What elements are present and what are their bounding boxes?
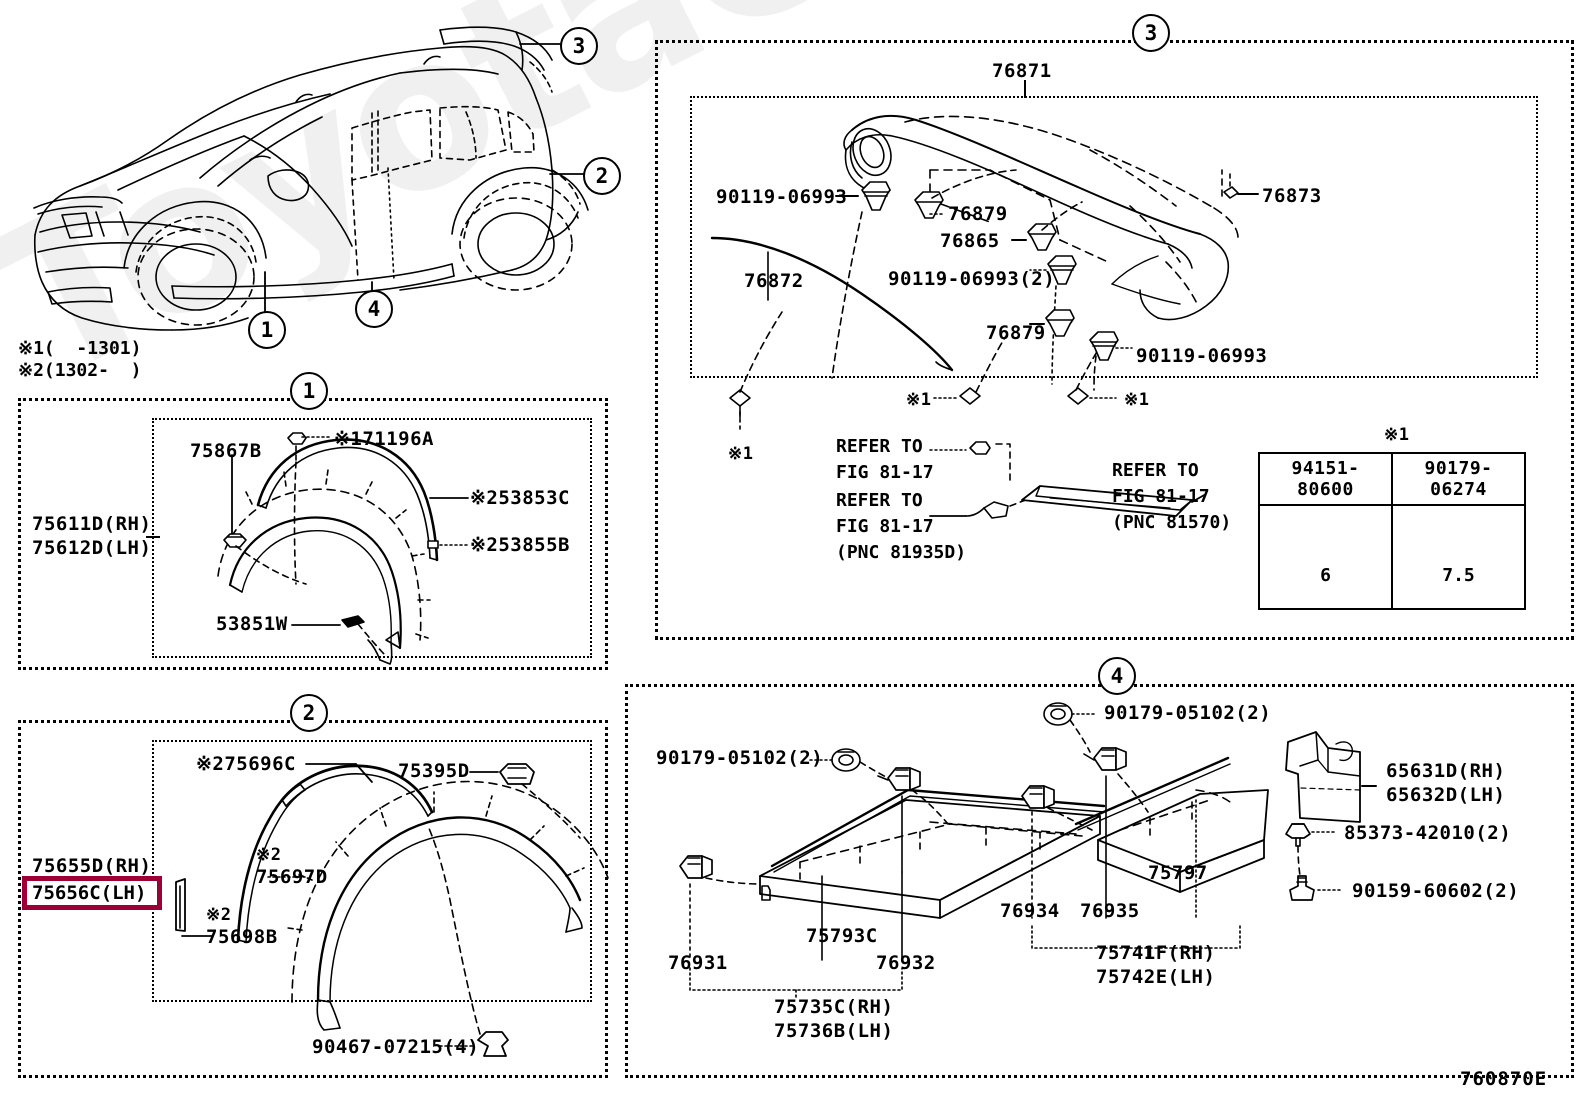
panel4-part-75793C: 75793C [806,925,878,947]
dimtable-column-2: 90179-06274 7.5 [1391,454,1524,608]
panel2-part-75395D: 75395D [398,760,470,782]
panel2-part-75698B: 75698B [206,926,278,948]
vehicle-illustration [34,27,588,330]
panel4-part-76931: 76931 [668,952,728,974]
panel1-part-53851W: 53851W [216,613,288,635]
panel3-refer-note-2: REFER TO FIG 81-17 (PNC 81935D) [836,490,967,564]
panel2-artwork [176,764,608,1056]
panel1-part-71196A: ※171196A [334,428,434,450]
panel3-refer-note-1: REFER TO FIG 81-17 [836,436,934,484]
panel-3-inner-frame [690,96,1538,378]
dimtable-part-1: 94151-80600 [1260,454,1391,506]
panel4-part-90159: 90159-60602(2) [1352,880,1520,902]
panel2-mark-75697D: ※2 [256,845,282,865]
diagram-code: 760870E [1460,1068,1548,1090]
panel2-part-75697D: 75697D [256,866,328,888]
panel4-part-75742E: 75742E(LH) [1096,966,1216,988]
vehicle-callout-2[interactable]: 2 [583,157,621,195]
panel4-part-76932: 76932 [876,952,936,974]
panel4-part-75736B: 75736B(LH) [774,1020,894,1042]
panel4-part-75735C: 75735C(RH) [774,996,894,1018]
vehicle-callout-4[interactable]: 4 [355,290,393,328]
panel-3 [655,40,1574,640]
panel4-callout[interactable]: 4 [1098,657,1136,695]
panel3-part-76873: 76873 [1262,185,1322,207]
panel2-callout[interactable]: 2 [290,694,328,732]
panel3-part-76871: 76871 [992,60,1052,82]
panel3-part-90119-c: 90119-06993 [1136,345,1268,367]
panel4-part-76934: 76934 [1000,900,1060,922]
panel1-callout[interactable]: 1 [290,372,328,410]
dimtable-body-2: 7.5 [1393,506,1524,608]
panel2-part-75696C: ※275696C [196,753,296,775]
panel3-part-76879-b: 76879 [986,322,1046,344]
panel4-part-75797: 75797 [1148,862,1208,884]
panel3-dimtable-mark: ※1 [1384,425,1410,445]
panel3-76871-leader [1024,80,1026,98]
footnote-mark-2: ※2(1302- ) [18,360,142,381]
panel3-mark-a: ※1 [728,444,754,464]
dimtable-column-1: 94151-80600 6 [1260,454,1391,608]
panel4-artwork [680,703,1376,1000]
dimtable-size-2: 7.5 [1442,565,1475,586]
panel2-part-lh-highlighted[interactable]: 75656C(LH) [22,876,162,910]
panel4-part-75741F: 75741F(RH) [1096,942,1216,964]
panel3-mark-b: ※1 [906,390,932,410]
panel3-part-76879-a: 76879 [948,203,1008,225]
panel-4 [625,684,1574,1078]
panel3-callout[interactable]: 3 [1132,14,1170,52]
vehicle-callout-leaders [265,44,583,318]
panel4-part-65632D: 65632D(LH) [1386,784,1506,806]
panel4-part-85373: 85373-42010(2) [1344,822,1512,844]
panel1-part-lh: 75612D(LH) [32,537,152,559]
panel1-part-rh: 75611D(RH) [32,513,152,535]
panel3-part-90119-a: 90119-06993 [716,186,848,208]
vehicle-callout-3[interactable]: 3 [560,27,598,65]
panel1-side-leader [146,536,160,538]
panel4-part-90179-a: 90179-05102(2) [656,747,824,769]
panel3-part-76865: 76865 [940,230,1000,252]
panel4-part-90179-b: 90179-05102(2) [1104,702,1272,724]
panel3-part-90119-b: 90119-06993(2) [888,268,1056,290]
footnote-mark-1: ※1( -1301) [18,338,142,359]
panel4-part-65631D: 65631D(RH) [1386,760,1506,782]
dimtable-part-2: 90179-06274 [1393,454,1524,506]
panel3-mark-c: ※1 [1124,390,1150,410]
panel2-part-rh: 75655D(RH) [32,855,152,877]
panel3-part-76872: 76872 [744,270,804,292]
panel3-artwork [712,116,1258,518]
panel3-dimension-table: 94151-80600 6 90179-06274 7.5 [1258,452,1526,610]
dimtable-size-1: 6 [1320,565,1331,586]
panel3-refer-note-3: REFER TO FIG 81-17 (PNC 81570) [1112,460,1232,534]
panel1-part-53853C: ※253853C [470,487,570,509]
dimtable-body-1: 6 [1260,506,1391,608]
panel2-part-90467: 90467-07215(4) [312,1036,480,1058]
panel-2-inner-frame [152,740,592,1002]
panel1-part-53855B: ※253855B [470,534,570,556]
panel-1-inner-frame [152,418,592,658]
panel2-mark-75698B: ※2 [206,905,232,925]
panel4-part-76935: 76935 [1080,900,1140,922]
vehicle-callout-1[interactable]: 1 [248,311,286,349]
panel1-artwork [218,433,468,664]
panel1-part-75867B: 75867B [190,440,262,462]
